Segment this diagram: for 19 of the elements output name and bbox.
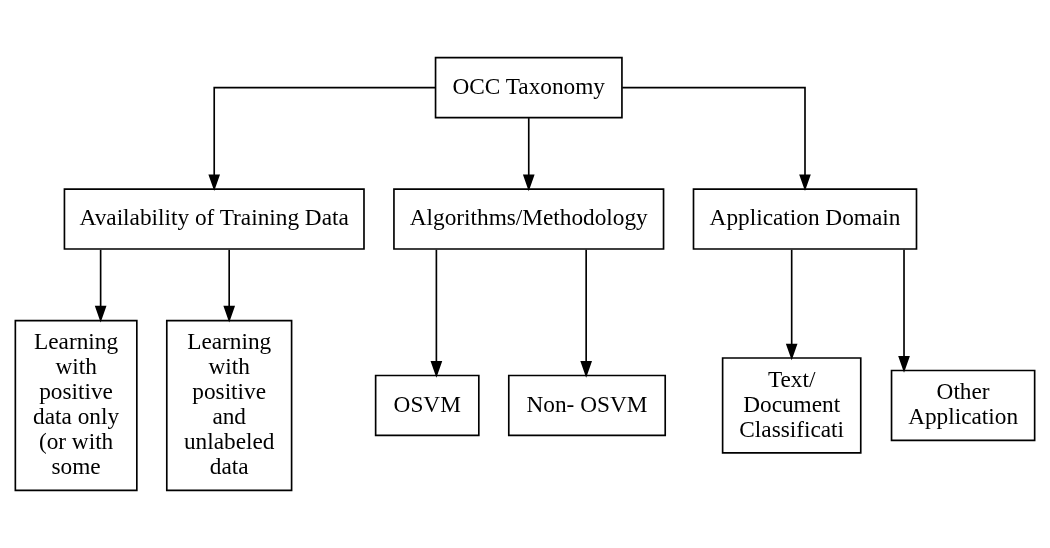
node-box: Non- OSVM: [507, 374, 667, 437]
arrow: [94, 249, 107, 323]
node-box: Text/ Document Classificati: [721, 357, 862, 454]
node-box: Learning with positive data only (or with some: [14, 319, 138, 492]
arrow: [580, 249, 592, 378]
arrow: [522, 117, 535, 192]
node-box: Application Domain: [692, 188, 918, 250]
node-box: OCC Taxonomy: [434, 56, 623, 119]
node-box: Availability of Training Data: [63, 188, 365, 250]
node-box: Other Application: [890, 369, 1036, 442]
arrow: [785, 249, 798, 361]
arrow: [223, 249, 235, 323]
arrow: [621, 86, 811, 192]
arrow: [208, 86, 437, 192]
node-box: Algorithms/Methodology: [393, 188, 665, 250]
arrow: [898, 249, 910, 373]
node-box: OSVM: [374, 374, 480, 437]
arrow: [430, 249, 443, 378]
node-box: Learning with positive and unlabeled data: [165, 319, 293, 492]
